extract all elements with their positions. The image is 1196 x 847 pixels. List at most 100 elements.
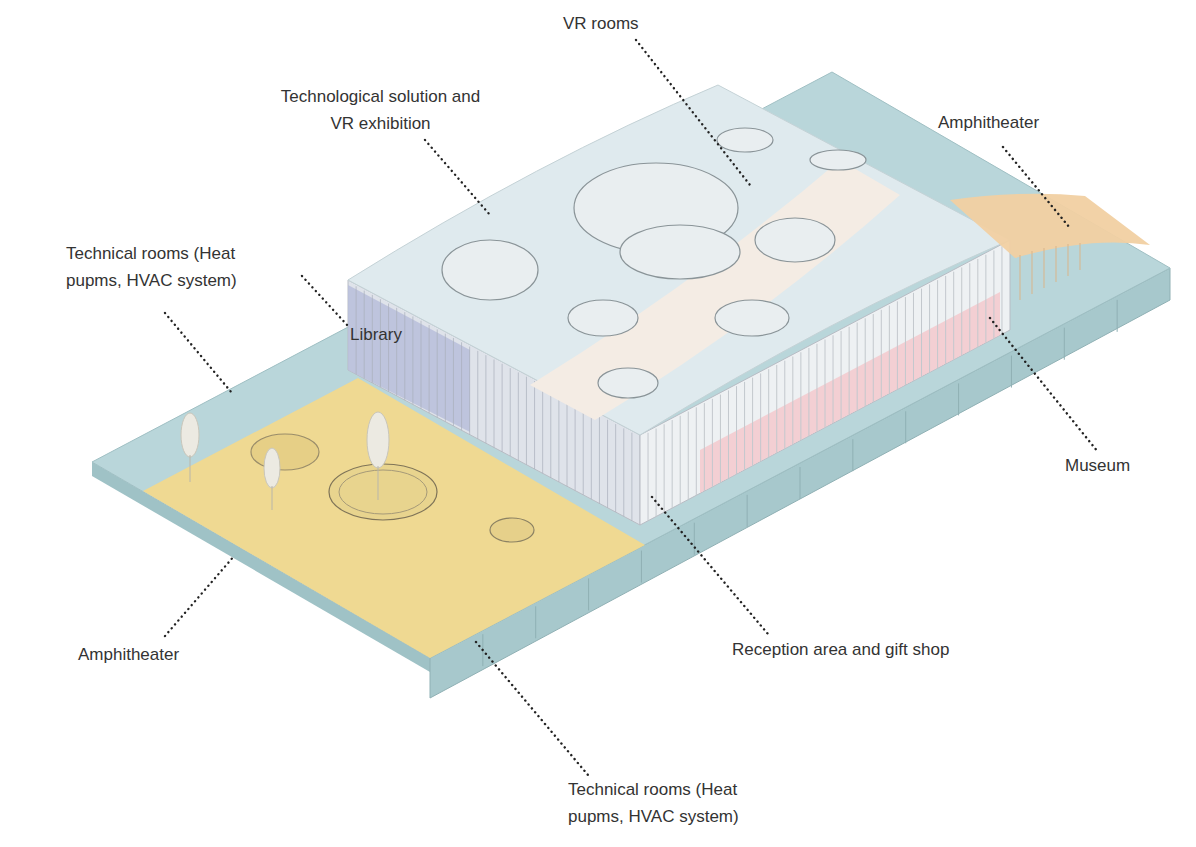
slab-panel-line [694,523,695,555]
slab-top-technical [92,72,1170,658]
slab-panel-line [747,495,748,527]
mullion [656,429,657,517]
mullion [736,386,737,474]
leader-line [636,40,750,185]
mullion [631,433,632,521]
mullion [453,338,454,426]
mullion [808,348,809,436]
slab-panel-line [1011,356,1012,388]
mullion [993,250,994,338]
mullion [688,412,689,500]
mullion [542,385,543,473]
courtyard-opening [251,434,319,470]
courtyard-opening [339,470,427,514]
mullion [388,304,389,392]
slab-panel-line [588,578,589,610]
mullion [744,382,745,470]
mullion [445,334,446,422]
mullion [429,325,430,413]
mullion [873,314,874,402]
leader-line [652,497,768,634]
mullion [494,360,495,448]
mullion [396,308,397,396]
mullion [800,352,801,440]
mullion [768,369,769,457]
mullion [841,331,842,419]
slab-panel-line [905,411,906,443]
mullion [905,297,906,385]
mullion [510,368,511,456]
mullion [567,398,568,486]
mullion [937,280,938,368]
mullion [825,340,826,428]
leader-line [990,318,1098,452]
leader-line [165,555,235,636]
mullion [607,420,608,508]
mullion [752,378,753,466]
callout-label: Technical rooms (Heat pupms, HVAC system… [568,776,773,830]
mullion [760,373,761,461]
slab-panel-line [852,439,853,471]
mullion [469,347,470,435]
mullion [534,381,535,469]
callout-label: Reception area and gift shop [732,636,1012,663]
mullion [945,276,946,364]
mullion [526,377,527,465]
mullion [704,403,705,491]
mullion [583,407,584,495]
callout-label: Museum [1065,452,1175,479]
leader-line [165,313,232,393]
slab-panel-line [641,551,642,583]
slab-panel-line [958,383,959,415]
mullion [720,395,721,483]
museum-zone [700,292,1000,493]
roof-exhibition [348,85,1010,435]
mullion [881,310,882,398]
roof-openings [442,128,866,398]
mullion [849,327,850,415]
mullion [897,301,898,389]
roof-vr-band [530,160,900,420]
callout-label: Amphitheater [938,109,1088,136]
mullion [857,323,858,411]
courtyard-opening [329,464,437,520]
mullion [985,255,986,343]
mullion [623,428,624,516]
callout-label: VR rooms [563,10,703,37]
mullion [961,267,962,355]
leader-line [302,276,348,326]
mullion [518,372,519,460]
callout-label: Technical rooms (Heat pupms, HVAC system… [66,240,271,294]
callout-label: Technological solution and VR exhibition [268,83,493,137]
mullion [1001,246,1002,334]
mullion [615,424,616,512]
slab-panel-line [535,606,536,638]
mullion [550,390,551,478]
mullion [728,390,729,478]
mullion [591,411,592,499]
amphitheater-ribs [1020,243,1080,300]
mullion [969,263,970,351]
mullion [575,403,576,491]
mullion [502,364,503,452]
mullion [929,284,930,372]
mullion [889,306,890,394]
mullion [421,321,422,409]
amphitheater-roof [950,194,1150,258]
mullion [865,318,866,406]
slab-panel-line [1064,328,1065,360]
callout-label: Amphitheater [78,641,228,668]
courtyard-opening [490,518,534,542]
leader-line [425,140,490,215]
mullion [485,355,486,443]
slab-panel-line [800,467,801,499]
mullion [953,272,954,360]
mullion [412,316,413,404]
mullion [833,335,834,423]
mullion [776,365,777,453]
mullion [913,293,914,381]
leader-lines [165,40,1098,775]
mullion [712,399,713,487]
mullion [648,433,649,521]
